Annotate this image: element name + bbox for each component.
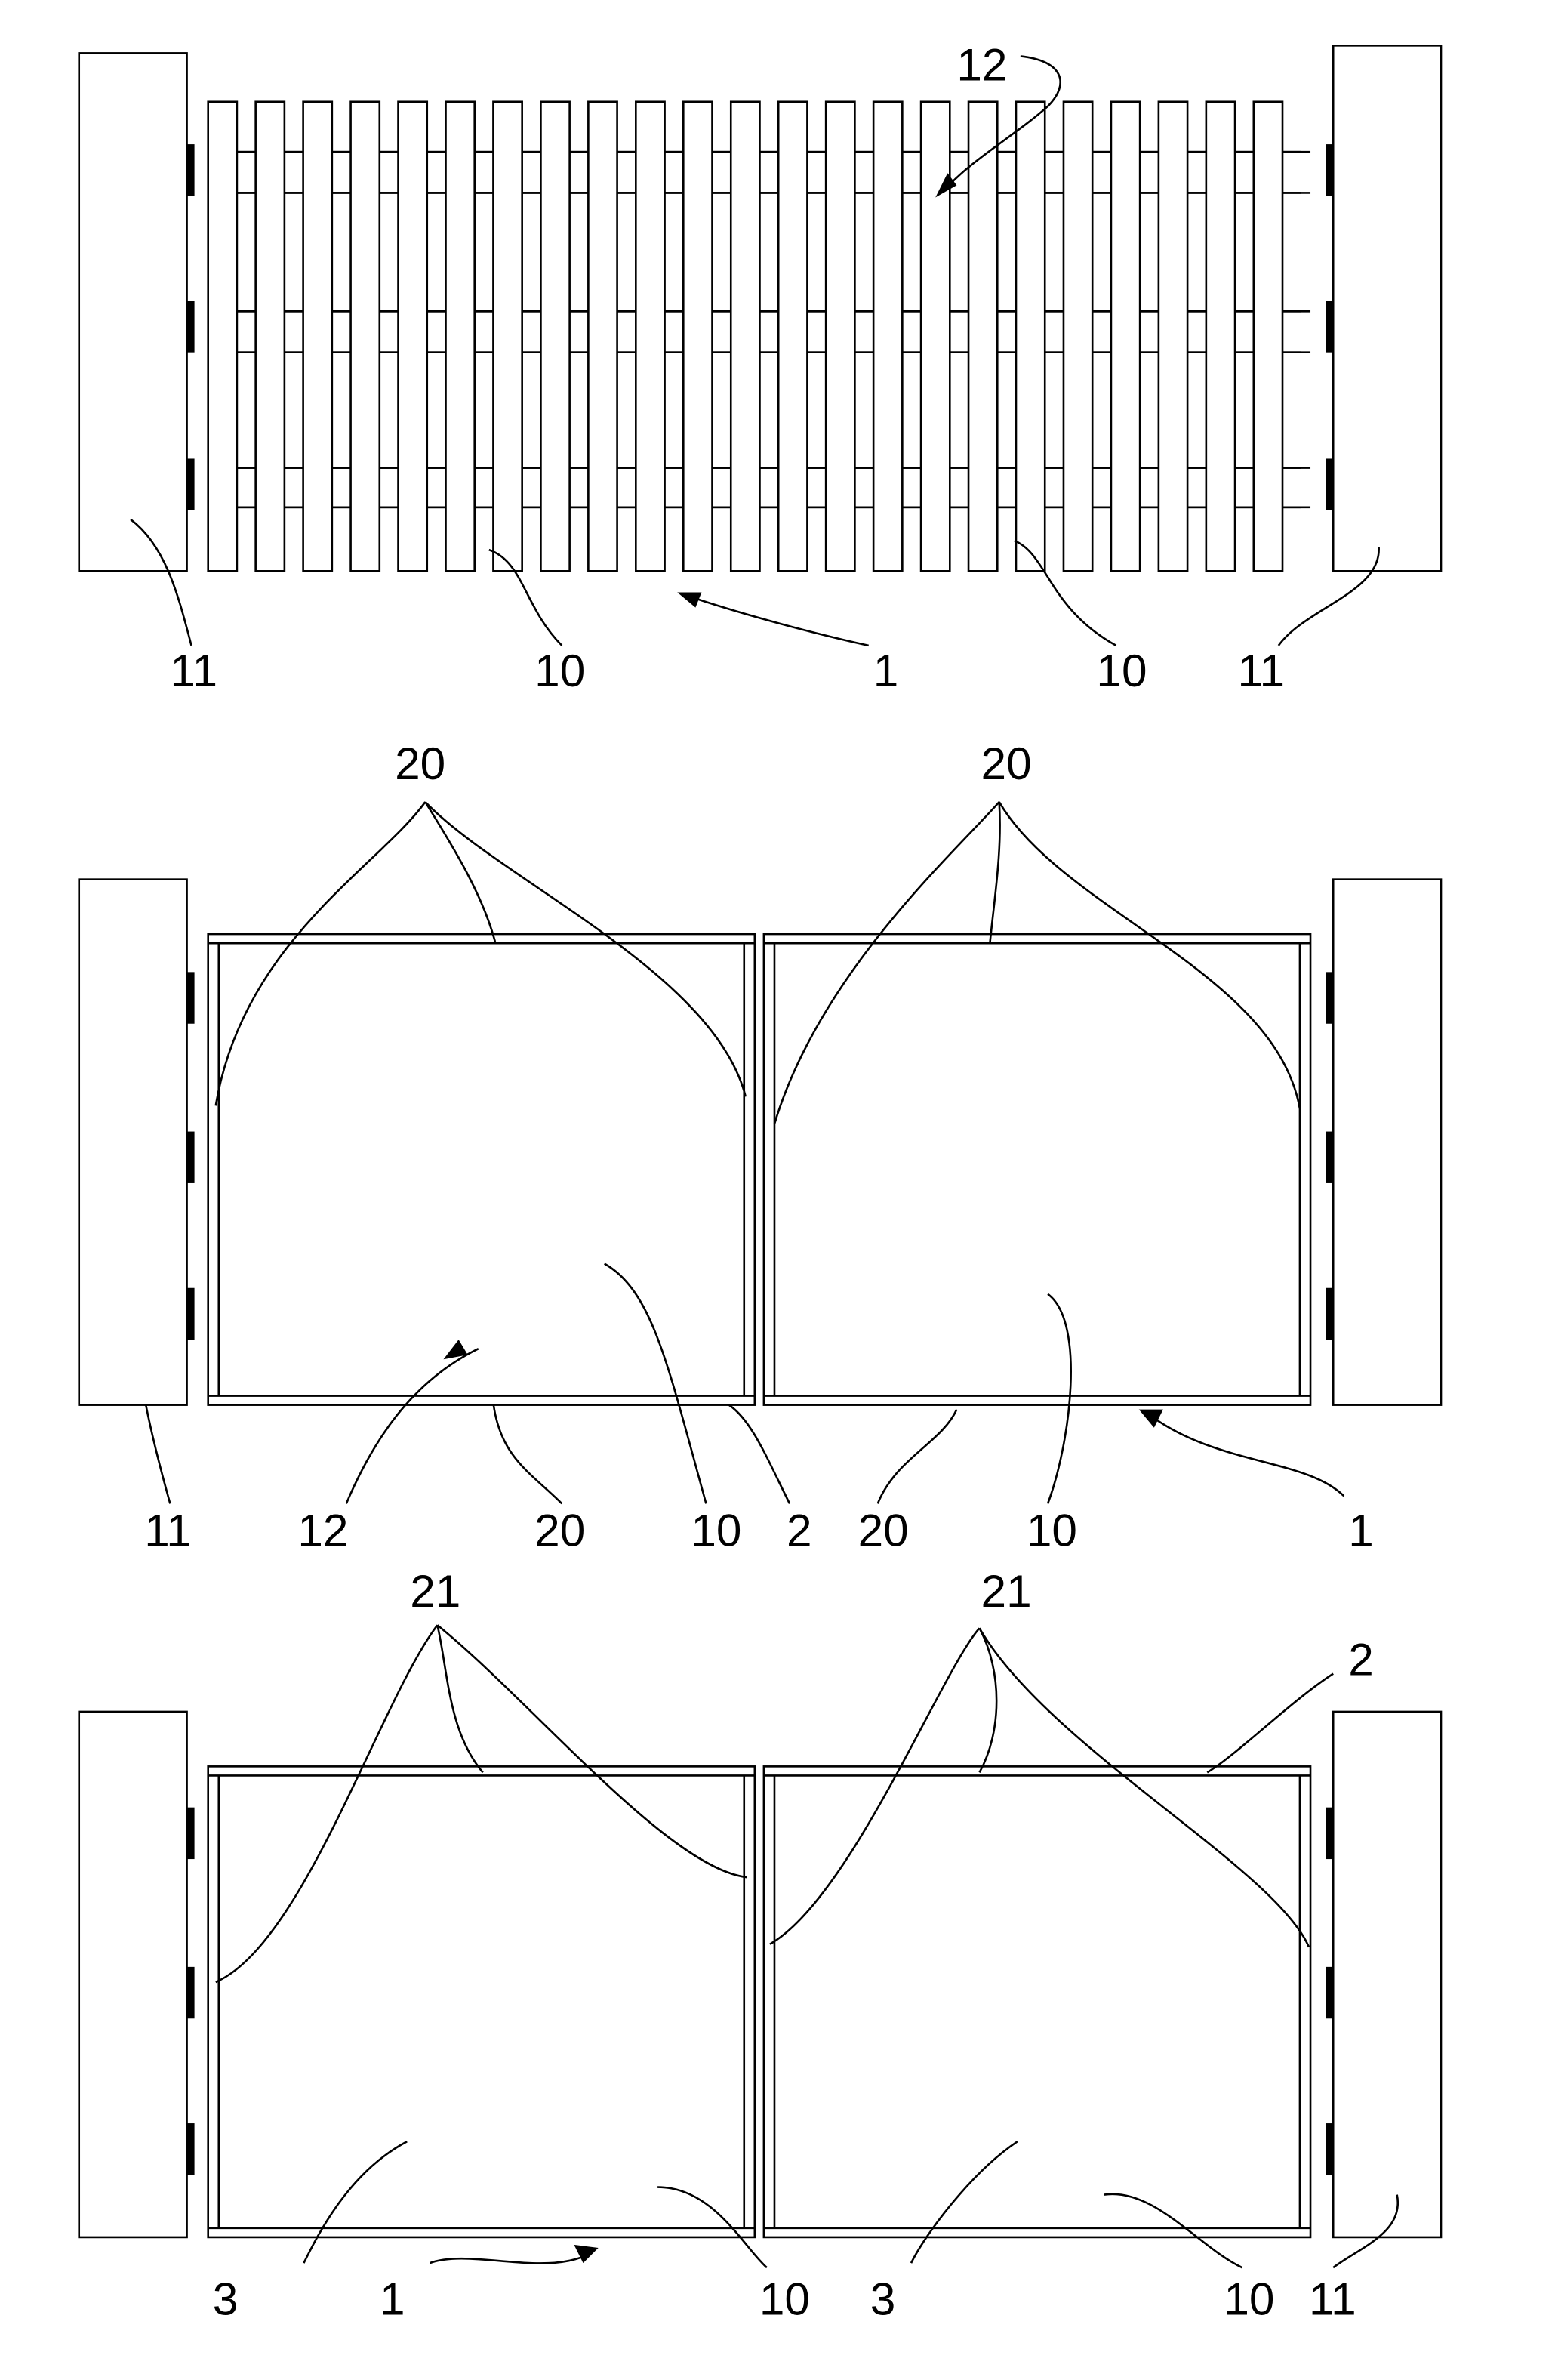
picket <box>587 100 618 572</box>
picket <box>207 100 239 572</box>
label-20: 20 <box>858 1505 909 1556</box>
picket <box>445 100 476 572</box>
label-21: 21 <box>410 1565 460 1617</box>
hinge-right <box>1326 972 1334 1024</box>
gate-frame <box>207 1765 756 2239</box>
picket <box>682 100 713 572</box>
hinge-left <box>186 1966 195 2019</box>
figure-middle-gated-fence <box>78 878 1443 1406</box>
picket <box>254 100 286 572</box>
figure-top-fence <box>78 45 1443 572</box>
post-right <box>1332 45 1443 572</box>
hinge-left <box>186 144 195 196</box>
arrowheads <box>443 173 1163 2264</box>
hinge-left <box>186 458 195 510</box>
picket <box>492 100 523 572</box>
hinge-left <box>186 1807 195 1860</box>
label-3: 3 <box>213 2274 239 2325</box>
label-10: 10 <box>1096 645 1147 696</box>
picket <box>967 100 999 572</box>
post-right <box>1332 878 1443 1406</box>
label-10: 10 <box>534 645 585 696</box>
label-1: 1 <box>873 645 899 696</box>
label-10: 10 <box>1224 2274 1274 2325</box>
hinge-left <box>186 301 195 353</box>
gate-frame <box>207 933 756 1406</box>
label-2: 2 <box>787 1505 812 1556</box>
hinge-right <box>1326 458 1334 510</box>
picket <box>635 100 666 572</box>
label-10: 10 <box>691 1505 741 1556</box>
picket <box>540 100 571 572</box>
label-21: 21 <box>981 1565 1032 1617</box>
post-left <box>78 52 188 572</box>
picket <box>1157 100 1189 572</box>
picket <box>872 100 904 572</box>
picket <box>397 100 429 572</box>
label-20: 20 <box>395 738 445 789</box>
hinge-right <box>1326 1287 1334 1340</box>
leader-lines <box>130 55 1400 2269</box>
label-20: 20 <box>981 738 1032 789</box>
label-11: 11 <box>1237 645 1285 696</box>
picket <box>302 100 334 572</box>
label-20: 20 <box>534 1505 585 1556</box>
hinge-left <box>186 972 195 1024</box>
hinge-right <box>1326 144 1334 196</box>
gate-frame <box>762 933 1312 1406</box>
label-3: 3 <box>870 2274 896 2325</box>
hinge-right <box>1326 1807 1334 1860</box>
post-left <box>78 1710 188 2239</box>
label-1: 1 <box>380 2274 405 2325</box>
hinge-left <box>186 1287 195 1340</box>
label-11: 11 <box>1309 2274 1356 2325</box>
label-10: 10 <box>759 2274 810 2325</box>
label-1: 1 <box>1348 1505 1374 1556</box>
hinge-right <box>1326 2123 1334 2175</box>
label-12: 12 <box>297 1505 348 1556</box>
post-right <box>1332 1710 1443 2239</box>
figure-bottom-frames <box>78 1710 1443 2239</box>
hinge-left <box>186 2123 195 2175</box>
picket <box>729 100 761 572</box>
picket <box>1062 100 1094 572</box>
label-2: 2 <box>1348 1634 1374 1685</box>
picket <box>1205 100 1236 572</box>
picket <box>1110 100 1141 572</box>
picket <box>1015 100 1046 572</box>
label-10: 10 <box>1027 1505 1077 1556</box>
picket <box>777 100 808 572</box>
picket <box>349 100 381 572</box>
picket <box>824 100 856 572</box>
label-11: 11 <box>144 1505 192 1556</box>
gate-frame <box>762 1765 1312 2239</box>
label-12: 12 <box>956 39 1007 91</box>
hinge-left <box>186 1131 195 1183</box>
hinge-right <box>1326 1131 1334 1183</box>
label-11: 11 <box>170 645 217 696</box>
picket <box>919 100 951 572</box>
hinge-right <box>1326 301 1334 353</box>
post-left <box>78 878 188 1406</box>
picket <box>1252 100 1284 572</box>
hinge-right <box>1326 1966 1334 2019</box>
